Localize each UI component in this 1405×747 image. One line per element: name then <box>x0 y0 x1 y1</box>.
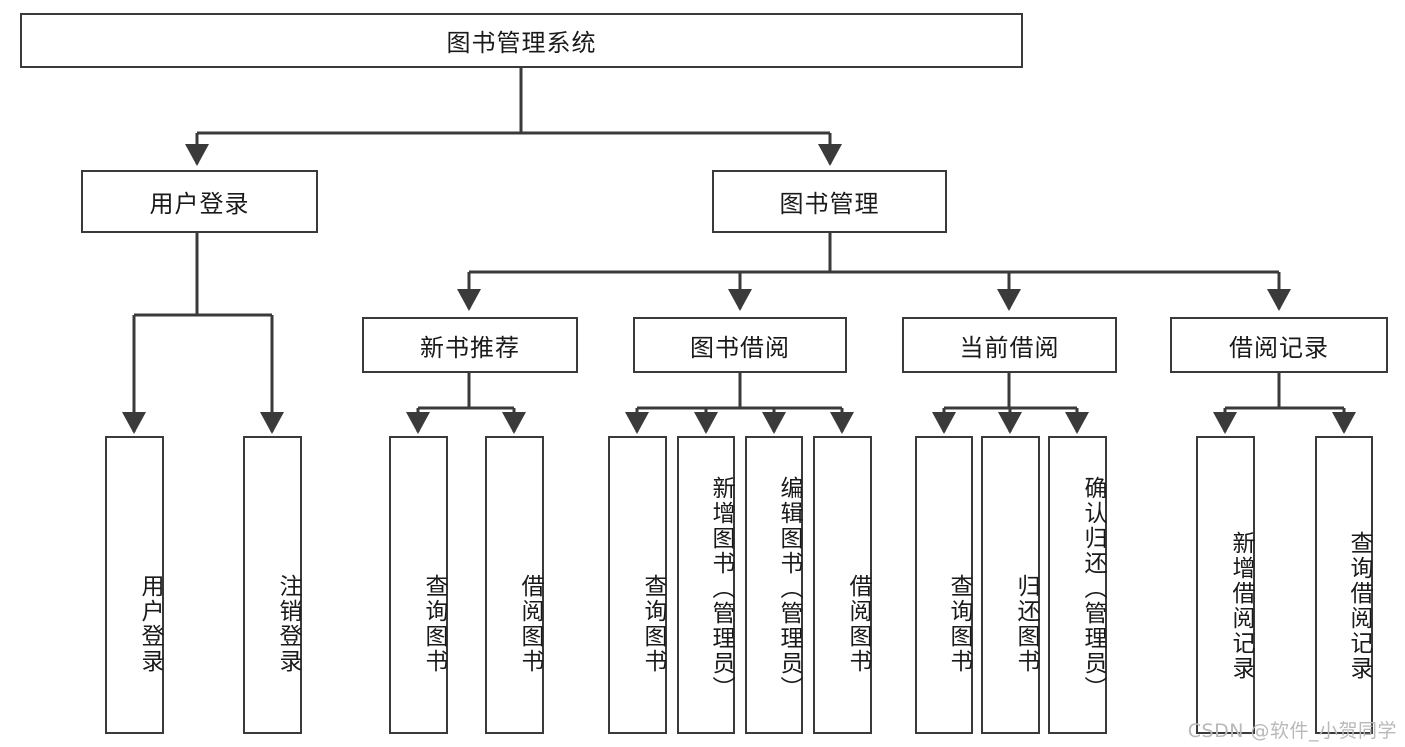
node-label: 图书管理系统 <box>446 29 597 57</box>
node-label: 借阅图书 <box>845 574 871 674</box>
leaf-confirm-return-admin[interactable]: 确认归还（管理员） <box>1048 436 1107 734</box>
node-label: 新增借阅记录 <box>1228 531 1254 681</box>
leaf-query-book-current[interactable]: 查询图书 <box>915 436 973 734</box>
node-label: 图书借阅 <box>690 333 790 362</box>
node-label: 图书管理 <box>779 190 880 218</box>
leaf-return-book[interactable]: 归还图书 <box>981 436 1040 734</box>
node-label: 用户登录 <box>149 190 250 218</box>
leaf-query-borrow-record[interactable]: 查询借阅记录 <box>1315 436 1373 734</box>
node-label: 查询借阅记录 <box>1346 531 1372 681</box>
node-label: 用户登录 <box>137 574 163 674</box>
node-label: 注销登录 <box>275 574 301 674</box>
leaf-user-login[interactable]: 用户登录 <box>105 436 164 734</box>
node-label: 归还图书 <box>1013 574 1039 674</box>
node-root-system[interactable]: 图书管理系统 <box>20 13 1023 68</box>
leaf-edit-book-admin[interactable]: 编辑图书（管理员） <box>745 436 803 734</box>
node-label: 新增图书（管理员） <box>708 475 734 701</box>
node-new-book-recommend[interactable]: 新书推荐 <box>362 317 578 373</box>
node-current-borrow[interactable]: 当前借阅 <box>902 317 1117 373</box>
node-borrow-record[interactable]: 借阅记录 <box>1170 317 1388 373</box>
leaf-add-book-admin[interactable]: 新增图书（管理员） <box>677 436 735 734</box>
leaf-query-book-borrow[interactable]: 查询图书 <box>608 436 667 734</box>
node-label: 查询图书 <box>421 574 447 674</box>
leaf-logout-login[interactable]: 注销登录 <box>243 436 302 734</box>
node-label: 借阅记录 <box>1229 333 1329 362</box>
leaf-borrow-book[interactable]: 借阅图书 <box>813 436 872 734</box>
node-book-management[interactable]: 图书管理 <box>712 170 947 233</box>
node-book-borrow[interactable]: 图书借阅 <box>633 317 847 373</box>
node-label: 确认归还（管理员） <box>1080 475 1106 701</box>
leaf-query-book-recommend[interactable]: 查询图书 <box>389 436 448 734</box>
leaf-add-borrow-record[interactable]: 新增借阅记录 <box>1196 436 1255 734</box>
node-label: 当前借阅 <box>959 333 1060 362</box>
node-label: 查询图书 <box>640 574 666 674</box>
node-label: 新书推荐 <box>420 333 520 362</box>
node-label: 查询图书 <box>946 574 972 674</box>
node-label: 借阅图书 <box>517 574 543 674</box>
leaf-borrow-book-recommend[interactable]: 借阅图书 <box>485 436 544 734</box>
node-label: 编辑图书（管理员） <box>776 475 802 701</box>
node-user-login[interactable]: 用户登录 <box>81 170 318 233</box>
